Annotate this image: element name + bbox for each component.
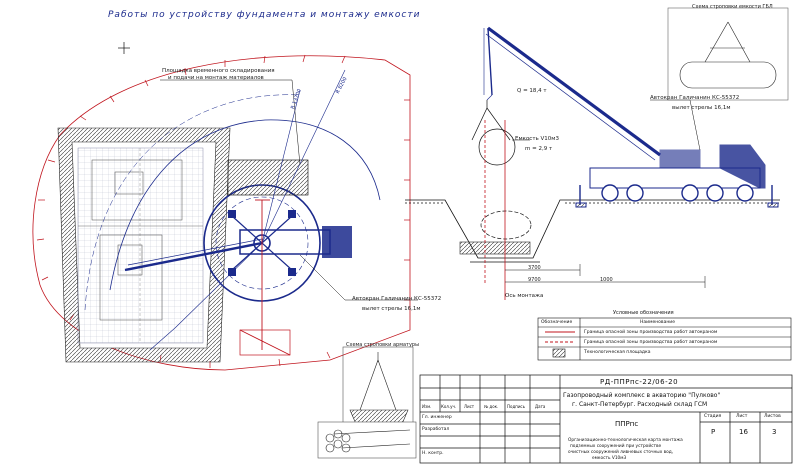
mounting-axis-plan: [239, 199, 291, 356]
doc-type: ППРпс: [615, 420, 639, 428]
col-header-date: Дата: [535, 404, 546, 409]
legend-row-1: Граница опасной зоны производства работ …: [584, 330, 718, 335]
drawing-code: РД-ППРпс-22/06-20: [600, 378, 679, 386]
sling-rebar-caption: Схема строповки арматуры: [346, 342, 420, 348]
storage-callout-leader: [160, 79, 301, 166]
rebar-bundle: [317, 421, 417, 459]
storage-callout-line2: и подачи на монтаж материалов: [168, 75, 264, 81]
sheets-value: 3: [772, 428, 777, 436]
legend-table: [537, 317, 792, 361]
crane-right-label-line2: вылет стрелы 16,1м: [672, 105, 731, 111]
crane-left-label-line2: вылет стрелы 16,1м: [362, 306, 421, 312]
danger-zone-boundary: [32, 55, 411, 371]
col-header-change: Изм.: [422, 404, 432, 409]
tank-label-line2: m = 2,9 т: [525, 146, 553, 152]
crane-right-label-line1: Автокран Галичанин КС-55372: [650, 95, 740, 101]
drawing-main-title: Работы по устройству фундамента и монтаж…: [108, 10, 421, 20]
tank-section: [459, 100, 532, 255]
sheets-label: Листов: [764, 414, 781, 419]
crosshair-marker: [118, 42, 130, 54]
sling-tank-caption: Схема строповки емкости ГБЛ: [692, 4, 773, 10]
sheet-desc-2: подземных сооружений при устройстве: [570, 444, 662, 449]
storage-callout-line1: Площадка временного складирования: [162, 68, 275, 74]
legend-row-3: Технологическая площадка: [584, 350, 651, 355]
sling-sketch-tank: [667, 7, 789, 101]
project-line1: Газопроводный комплекс в акваторию "Пулк…: [563, 392, 721, 399]
mounting-axis-section: [484, 120, 506, 300]
col-header-sheet: Лист: [464, 404, 475, 409]
legend-title: Условные обозначения: [613, 310, 674, 316]
dimension-lines: [505, 264, 706, 288]
crane-boom-section: [483, 26, 661, 161]
legend-header-name: Наименование: [640, 320, 675, 325]
storage-platform: [227, 159, 309, 196]
col-header-count: Кол.уч.: [441, 404, 457, 409]
sheet-desc-3: очистных сооружений ливневых сточных вод…: [568, 450, 674, 455]
role-chief-engineer: Гл. инженер: [422, 415, 452, 420]
sheet-desc-4: емкость V10м3: [592, 456, 627, 461]
foundation-pit: [57, 127, 231, 363]
dim-1000: 1000: [600, 277, 613, 283]
dim-3700: 3700: [528, 265, 541, 271]
legend-header-symbol: Обозначение: [541, 320, 573, 325]
mounting-axis-label: Ось монтажа: [505, 293, 544, 299]
legend-row-2: Граница опасной зоны производства работ …: [584, 340, 718, 345]
col-header-doc: № док.: [484, 404, 499, 409]
sheet-desc-1: Организационно-технологическая карта мон…: [568, 438, 683, 443]
radius-lines: [149, 69, 346, 351]
crane-truck: [575, 144, 779, 208]
title-block: [419, 374, 793, 464]
load-label: Q = 18,4 т: [517, 88, 547, 94]
crane-left-leader: [299, 254, 418, 301]
project-line2: г. Санкт-Петербург. Расходный склад ГСМ: [572, 401, 708, 408]
role-norm-control: Н. контр.: [422, 451, 444, 456]
tank-label-line1: Емкость V10м3: [515, 136, 559, 142]
col-header-sign: Подпись: [507, 404, 525, 409]
crane-left-label-line1: Автокран Галичанин КС-55372: [352, 296, 442, 302]
sheet-value: 16: [739, 428, 748, 436]
stage-label: Стадия: [704, 414, 722, 419]
sheet-label: Лист: [736, 414, 748, 419]
stage-value: Р: [711, 428, 716, 436]
sling-sketch-rebar: [342, 346, 414, 430]
dim-9700: 9700: [528, 277, 541, 283]
role-developer: Разработал: [422, 427, 450, 432]
